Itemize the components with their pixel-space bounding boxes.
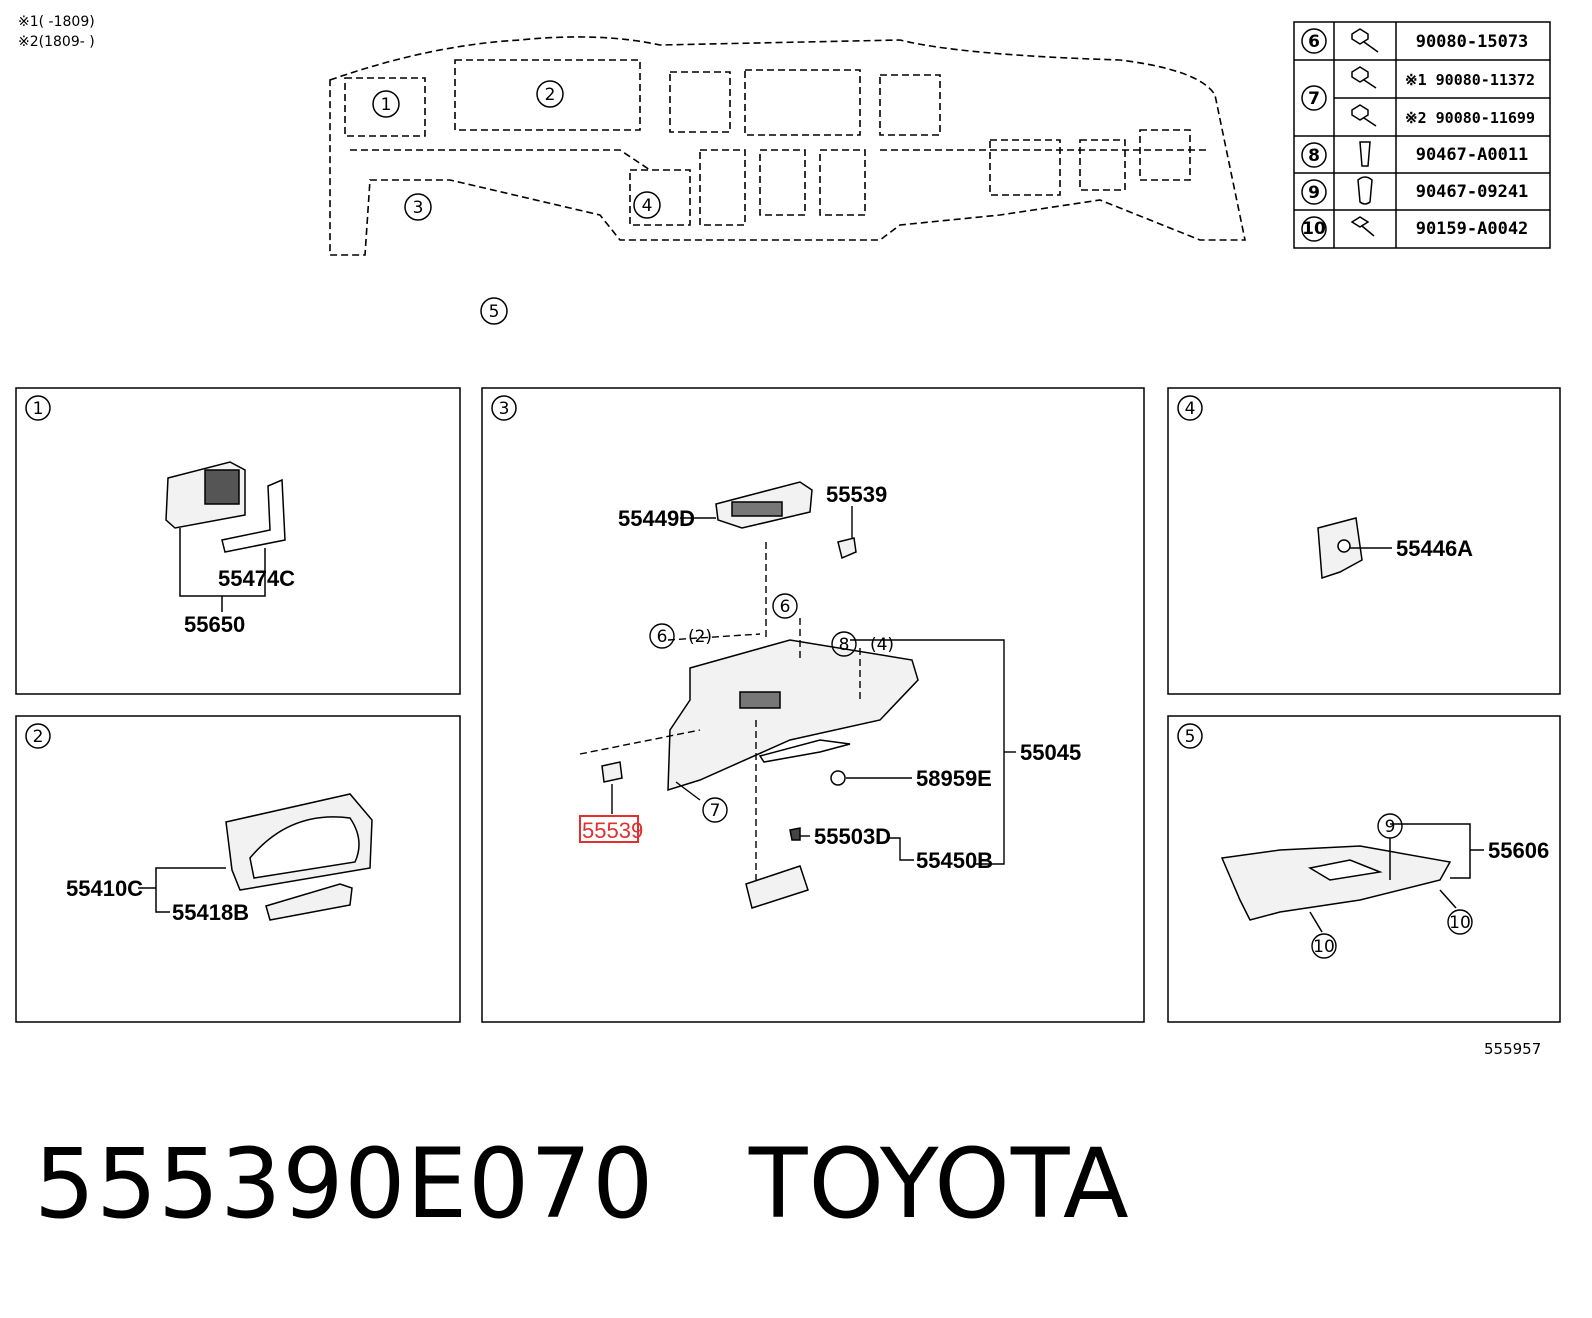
p5-callout-10a: 10 xyxy=(1313,937,1335,957)
label-55539-highlighted: 55539 xyxy=(582,818,643,843)
p3-callout-8: 8 xyxy=(839,635,850,655)
table-part-4: 90467-A0011 xyxy=(1416,145,1529,165)
label-55449D: 55449D xyxy=(618,506,695,531)
table-part-6: 90159-A0042 xyxy=(1416,219,1529,239)
diagram-code: 555957 xyxy=(1484,1040,1542,1058)
table-ref-6: 6 xyxy=(1308,32,1320,52)
p3-callout-7: 7 xyxy=(710,801,721,821)
table-ref-8: 8 xyxy=(1308,146,1320,166)
table-part-2: ※1 90080-11372 xyxy=(1405,71,1535,89)
overview-callout-2: 2 xyxy=(545,85,556,105)
table-part-1: 90080-15073 xyxy=(1416,32,1529,52)
panel-1-drawing xyxy=(165,461,286,612)
table-part-3: ※2 90080-11699 xyxy=(1405,109,1535,127)
fastener-table xyxy=(1293,21,1551,249)
panel-3-drawing xyxy=(601,481,919,909)
overview-callout-4: 4 xyxy=(642,196,653,216)
panel-4-frame xyxy=(1167,387,1561,695)
p3-callout-6a: 6 xyxy=(780,597,791,617)
p3-callout-6b: 6 xyxy=(657,627,668,647)
label-55606: 55606 xyxy=(1488,838,1549,863)
bolt-icon xyxy=(1351,28,1379,53)
panel-1-number: 1 xyxy=(33,399,44,419)
table-ref-7: 7 xyxy=(1308,89,1320,109)
panel-5-frame xyxy=(1167,715,1561,1023)
panel-2-drawing xyxy=(138,793,373,921)
panel-2-number: 2 xyxy=(33,727,44,747)
highlighted-part-box xyxy=(579,815,639,843)
table-part-5: 90467-09241 xyxy=(1416,182,1529,202)
overview-callouts xyxy=(372,80,661,325)
label-55410C: 55410C xyxy=(66,876,143,901)
panel-3-frame xyxy=(481,387,1145,1023)
overview-callout-5: 5 xyxy=(489,302,500,322)
label-58959E: 58959E xyxy=(916,766,992,791)
note-2: ※2(1809- ) xyxy=(18,34,95,50)
dashboard-overview xyxy=(329,36,1246,256)
panel-4-number: 4 xyxy=(1185,399,1196,419)
fastener-icons xyxy=(1350,28,1379,237)
clip-icon xyxy=(1357,176,1373,205)
label-55474C: 55474C xyxy=(218,566,295,591)
overview-callout-1: 1 xyxy=(381,95,392,115)
p5-callout-9: 9 xyxy=(1385,817,1396,837)
table-ref-10: 10 xyxy=(1302,219,1326,239)
panel-1-frame xyxy=(15,387,461,695)
label-55450B: 55450B xyxy=(916,848,993,873)
clip-icon xyxy=(1359,141,1371,167)
label-55539-top: 55539 xyxy=(826,482,887,507)
overview-callout-3: 3 xyxy=(413,198,424,218)
panel-2-frame xyxy=(15,715,461,1023)
label-55650: 55650 xyxy=(184,612,245,637)
table-ref-9: 9 xyxy=(1308,183,1320,203)
p5-callout-10b: 10 xyxy=(1449,913,1471,933)
screw-icon xyxy=(1350,216,1375,237)
label-55503D: 55503D xyxy=(814,824,891,849)
note-1: ※1( -1809) xyxy=(18,14,95,30)
footer-brand: TOYOTA xyxy=(748,1128,1130,1240)
panel-5-drawing xyxy=(1220,823,1484,933)
panel-3-leaders xyxy=(579,506,1016,880)
footer-part-number: 555390E070 xyxy=(34,1128,655,1240)
panel-4-drawing xyxy=(1317,517,1392,580)
label-55045: 55045 xyxy=(1020,740,1081,765)
label-55418B: 55418B xyxy=(172,900,249,925)
footer-title: 555390E070 TOYOTA xyxy=(34,1128,1130,1240)
bolt-icon xyxy=(1351,66,1377,89)
p3-callout-qty-2: (2) xyxy=(688,627,712,647)
p3-callout-qty-4: (4) xyxy=(870,635,894,655)
bolt-icon xyxy=(1351,104,1377,127)
panel-3-number: 3 xyxy=(499,399,510,419)
label-55446A: 55446A xyxy=(1396,536,1473,561)
panel-5-number: 5 xyxy=(1185,727,1196,747)
